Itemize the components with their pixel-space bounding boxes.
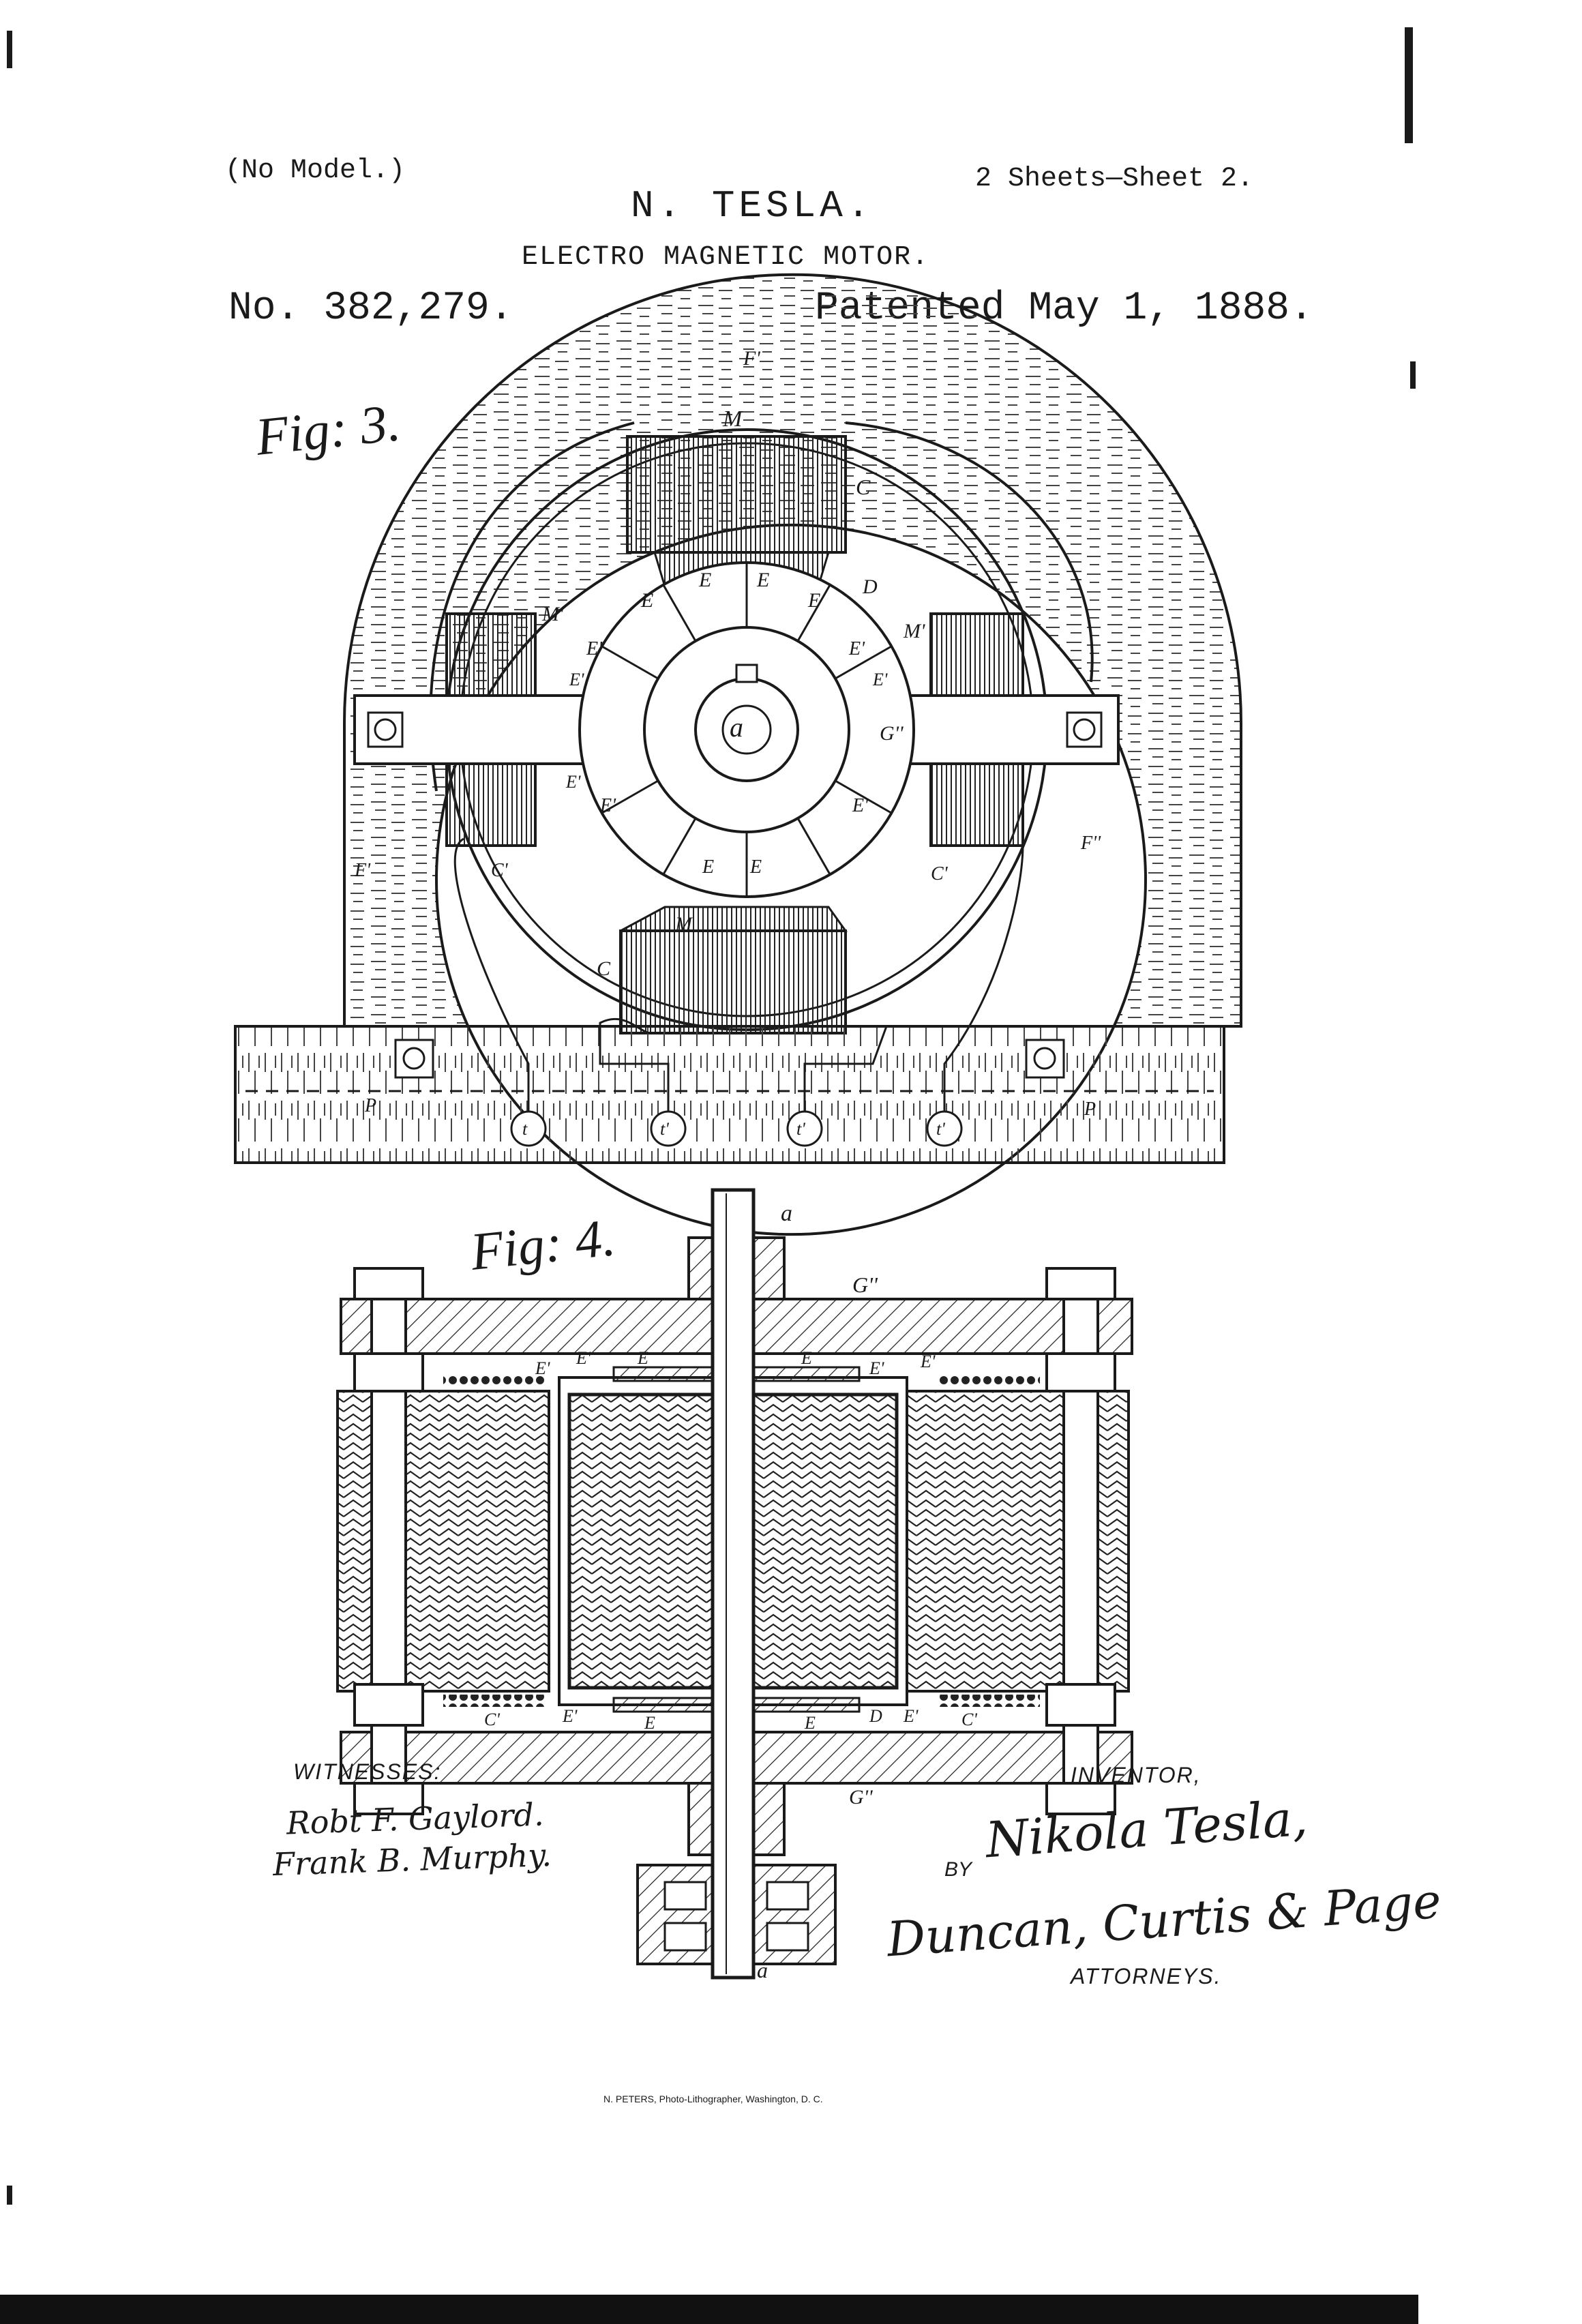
fig3-label-t3: t' [796, 1119, 805, 1139]
fig3-label-E1-ul2: E' [569, 670, 584, 689]
fig3-label-E1-ur: E' [848, 638, 865, 659]
fig3-label-t1: t [522, 1119, 528, 1139]
fig4-label-C1-bl: C' [484, 1710, 500, 1729]
inventor-label: INVENTOR, [1071, 1763, 1202, 1787]
fig3-label-E-d: E [807, 589, 820, 612]
fig3-label-C1-left: C' [491, 860, 509, 881]
fig3-label-F-prime-top: F' [743, 347, 760, 370]
fig4-label-G2-bot: G'' [849, 1786, 873, 1808]
fig4-label-E-t2: E [801, 1348, 812, 1368]
fig3-label-E1-ll: E' [565, 772, 581, 792]
scan-edge-mark-top-right [1405, 27, 1413, 143]
fig3-label-G2: G'' [880, 722, 904, 745]
fig3-label-P-left: P [364, 1095, 376, 1116]
fig4-label-E-t1: E [637, 1348, 648, 1368]
fig3-label-C-bottom: C [597, 957, 611, 980]
fig3-label-E-b: E [698, 569, 711, 591]
fig3-label-E1-ul: E' [586, 638, 603, 659]
fig4-label-a-top: a [781, 1201, 792, 1226]
patent-number: No. 382,279. [228, 286, 513, 331]
fig4-label-E1-t2: E' [576, 1348, 591, 1368]
fig4-label-E1-t3: E' [869, 1358, 884, 1378]
fig3-label-E-c: E [756, 569, 769, 591]
fig4-label-a-bot: a [757, 1958, 768, 1982]
fig4-label-E1-t4: E' [920, 1352, 936, 1371]
fig3-label-E-a: E [640, 589, 653, 612]
fig3-label-P-right: P [1084, 1099, 1096, 1120]
fig4-labels: a G'' E' E' E E E' E' C' E' E E D E' C' … [484, 1201, 977, 1982]
figure-4-drawing [336, 1188, 1133, 1980]
fig3-armature [578, 561, 915, 898]
fig3-label-F2-right: F'' [1080, 833, 1101, 854]
fig3-base [234, 837, 1225, 1164]
fig3-label-D: D [862, 576, 878, 598]
sheet-count: 2 Sheets—Sheet 2. [975, 164, 1254, 194]
attorneys-label: ATTORNEYS. [1071, 1964, 1222, 1988]
scan-edge-mark-bottom-left [7, 2186, 12, 2205]
fig3-coil-bottom [619, 906, 848, 1034]
fig3-label-a: a [730, 712, 743, 743]
fig3-label-C1-right: C' [931, 863, 949, 884]
fig4-label-E-b1: E [644, 1713, 655, 1733]
inventor-name-heading: N. TESLA. [631, 184, 874, 228]
fig3-label-M-prime-right: M' [903, 620, 925, 642]
lithographer-credit: N. PETERS, Photo-Lithographer, Washingto… [603, 2094, 823, 2104]
fig3-labels: F' M C E E E E D M' M' E' E' E' E' a G''… [354, 347, 1101, 1139]
scan-edge-mark-top-left [7, 31, 12, 68]
fig3-label-C-top: C [856, 475, 871, 499]
witnesses-label: WITNESSES: [293, 1759, 442, 1784]
fig3-label-M-prime-left: M' [541, 603, 564, 625]
model-note: (No Model.) [225, 155, 406, 186]
scan-bottom-bar [0, 2295, 1418, 2324]
fig3-label-E1-ur2: E' [872, 670, 888, 689]
fig3-label-M-top: M [722, 406, 743, 432]
fig3-label-F-prime-left: F' [354, 860, 371, 881]
fig4-label-E1-t1: E' [535, 1358, 550, 1378]
fig4-label-E-b2: E [804, 1713, 816, 1733]
by-label: BY [944, 1858, 972, 1881]
patent-title: ELECTRO MAGNETIC MOTOR. [522, 242, 930, 273]
fig3-label-M-bottom: M [674, 913, 693, 936]
fig3-label-t4: t' [936, 1119, 945, 1139]
fig3-label-t2: t' [660, 1119, 669, 1139]
fig4-label-E1-b1: E' [562, 1706, 578, 1726]
scan-edge-mark-mid-right [1410, 361, 1416, 389]
fig4-label-E1-b2: E' [903, 1706, 919, 1726]
fig4-label-D-b: D [869, 1706, 882, 1726]
fig3-label-E1-lr: E' [852, 795, 869, 816]
fig4-label-C1-br: C' [961, 1710, 977, 1729]
fig3-label-E-bot1: E [702, 856, 714, 878]
fig3-label-E1-ll2: E' [599, 795, 616, 816]
fig3-label-E-bot2: E [749, 856, 762, 878]
fig4-label-G2-top: G'' [852, 1272, 878, 1297]
